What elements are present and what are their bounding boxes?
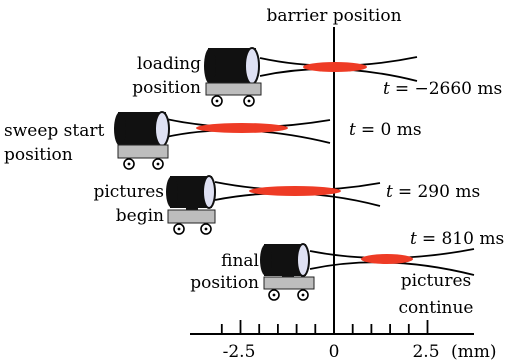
stage-final: final position t= 810 ms (190, 229, 504, 301)
cannon-cart (166, 175, 216, 235)
barrier-position-label: barrier position (266, 6, 401, 26)
cannon-back (204, 48, 216, 84)
axis-tick-label: -2.5 (223, 342, 256, 362)
cannon-cart (204, 47, 262, 107)
stage-label-line2: position (4, 145, 73, 165)
lens-icon (244, 47, 260, 85)
stage-pictures-begin: pictures begin t= 290 ms (93, 175, 480, 235)
lens-icon (154, 111, 170, 147)
cart-platform (205, 82, 262, 96)
atom-cloud (361, 254, 413, 264)
wheel-hub (156, 162, 160, 166)
cart-platform (117, 144, 169, 159)
time-label: t= 810 ms (410, 229, 504, 249)
cannon-back (166, 176, 178, 208)
axis-tick-label: 2.5 (412, 342, 439, 362)
time-label: t= 0 ms (349, 120, 422, 140)
axis-unit-label: (mm) (451, 342, 497, 362)
wheel-hub (215, 99, 219, 103)
atom-cloud (196, 123, 288, 133)
wheel-hub (177, 227, 181, 231)
cart-platform (167, 209, 216, 224)
stage-label-line1: pictures (93, 182, 164, 202)
annotation-line2: continue (399, 298, 474, 318)
lens-icon (202, 175, 216, 209)
stage-label-line1: loading (137, 54, 201, 74)
stage-label-line1: final (221, 251, 259, 271)
wheel-hub (127, 162, 131, 166)
time-label: t= −2660 ms (383, 79, 502, 99)
wheel-hub (247, 99, 251, 103)
axis-tick-label: 0 (329, 342, 340, 362)
cannon-cart (114, 111, 170, 170)
cannon-cart (260, 243, 315, 301)
stage-label-line2: begin (116, 206, 164, 226)
wheel-hub (204, 227, 208, 231)
stage-label-line2: position (132, 78, 201, 98)
position-axis: -2.5 0 2.5 (mm) (190, 320, 497, 362)
cart-platform (263, 276, 315, 290)
wheel-hub (272, 293, 276, 297)
axis-minor-ticks (220, 320, 429, 334)
lens-icon (296, 243, 310, 277)
atom-cloud (303, 62, 367, 72)
stage-sweep-start: sweep start position t= 0 ms (4, 111, 422, 170)
stage-label-line2: position (190, 273, 259, 293)
annotation-line1: pictures (401, 271, 472, 291)
stage-loading: loading position t= −2660 ms (132, 47, 502, 107)
stage-label-line1: sweep start (4, 121, 105, 141)
cannon-back (114, 112, 126, 146)
atom-cloud (249, 186, 341, 196)
time-label: t= 290 ms (386, 182, 480, 202)
cannon-back (260, 244, 272, 276)
wheel-hub (301, 293, 305, 297)
